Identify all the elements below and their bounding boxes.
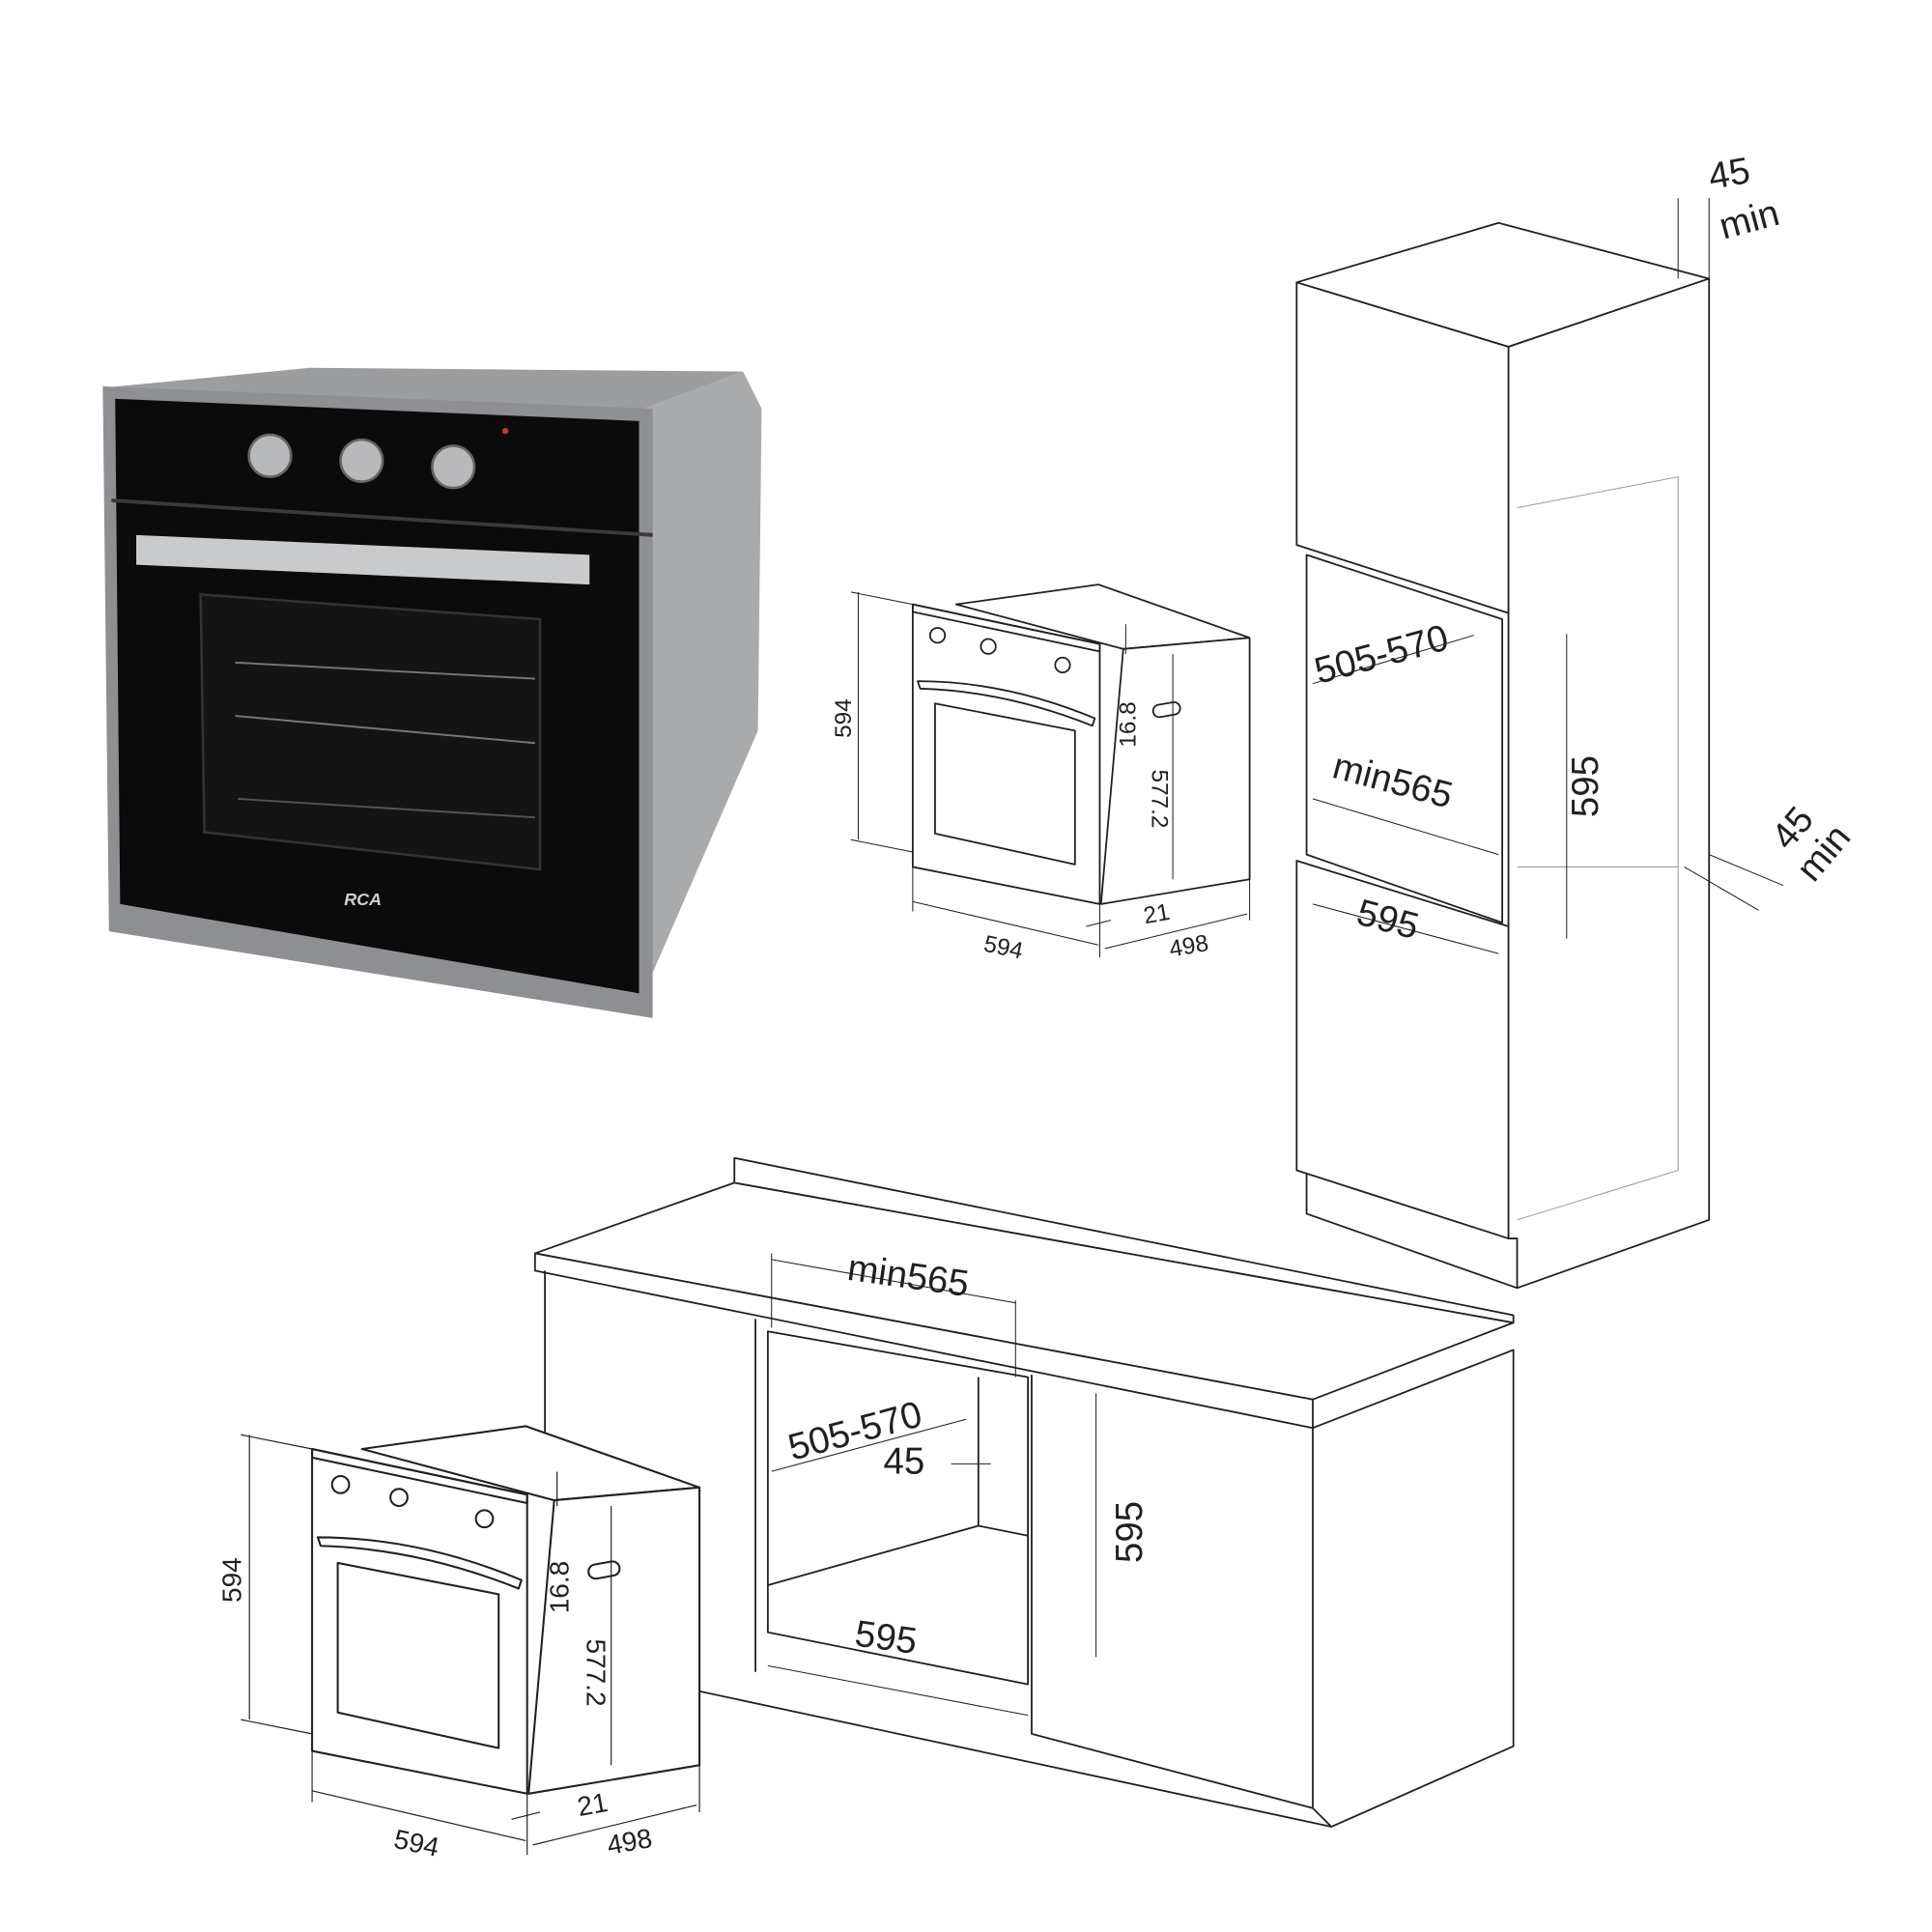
body-height-label: 577.2 bbox=[582, 1638, 611, 1706]
oven-side-body bbox=[643, 371, 762, 979]
tall-niche-height-label: 595 bbox=[1565, 755, 1606, 817]
dimension-lines bbox=[241, 1434, 700, 1856]
cabinet-upper-door bbox=[1295, 281, 1510, 614]
oven-rack-3 bbox=[238, 797, 535, 819]
oven-outline bbox=[311, 1425, 701, 1795]
panel-thickness-label: 21 bbox=[1142, 899, 1172, 929]
tall-cabinet-drawing: 505-570 min565 595 595 45 min 45 min bbox=[1295, 150, 1859, 1290]
counter-rear-gap-label: 45 bbox=[884, 1441, 925, 1483]
oven-depth-label: 498 bbox=[605, 1823, 654, 1861]
oven-dimension-drawing-bottom: 594 594 21 498 16.8 577.2 bbox=[216, 1425, 701, 1862]
oven-width-label: 594 bbox=[391, 1824, 441, 1862]
top-offset-label: 16.8 bbox=[1116, 701, 1142, 747]
cabinet-oven-niche bbox=[1305, 554, 1504, 924]
top-vent-value-label: 45 bbox=[1705, 150, 1753, 198]
top-vent-unit-label: min bbox=[1715, 192, 1783, 248]
dimension-lines bbox=[850, 591, 1251, 958]
knob-left bbox=[247, 433, 293, 478]
oven-height-label: 594 bbox=[831, 698, 857, 738]
under-counter-niche bbox=[766, 1330, 1030, 1686]
top-offset-label: 16.8 bbox=[544, 1561, 574, 1614]
cabinet-side bbox=[1507, 277, 1711, 1290]
knob-right bbox=[431, 444, 476, 490]
backsplash bbox=[733, 1156, 1515, 1324]
oven-width-label: 594 bbox=[981, 931, 1025, 965]
under-counter-drawing: min565 505-570 45 595 595 bbox=[533, 1156, 1515, 1828]
cabinet-right-side bbox=[1312, 1349, 1515, 1828]
panel-thickness-label: 21 bbox=[575, 1787, 610, 1822]
oven-outline bbox=[911, 583, 1251, 905]
oven-rack-2 bbox=[235, 715, 535, 745]
cabinet-lower-door bbox=[1295, 860, 1510, 1239]
oven-dimension-drawing: 594 594 21 498 16.8 577.2 bbox=[831, 583, 1251, 965]
cabinet-base bbox=[695, 1665, 1332, 1828]
counter-niche-height-label: 595 bbox=[1109, 1501, 1151, 1563]
brand-logo: RCA bbox=[344, 890, 382, 909]
cabinet-plinth bbox=[1305, 1174, 1518, 1290]
knob-middle bbox=[339, 438, 384, 484]
indicator-light bbox=[501, 427, 509, 435]
oven-window bbox=[199, 593, 542, 871]
control-panel-divider bbox=[111, 498, 653, 537]
oven-depth-label: 498 bbox=[1167, 930, 1210, 963]
counter-niche-front-width-label: 595 bbox=[852, 1613, 920, 1663]
oven-product-photo: RCA bbox=[102, 367, 762, 1018]
body-height-label: 577.2 bbox=[1146, 769, 1172, 828]
oven-rack-1 bbox=[235, 661, 535, 680]
oven-height-label: 594 bbox=[216, 1557, 246, 1603]
oven-top-surface bbox=[104, 367, 744, 410]
oven-door-handle bbox=[136, 534, 590, 585]
